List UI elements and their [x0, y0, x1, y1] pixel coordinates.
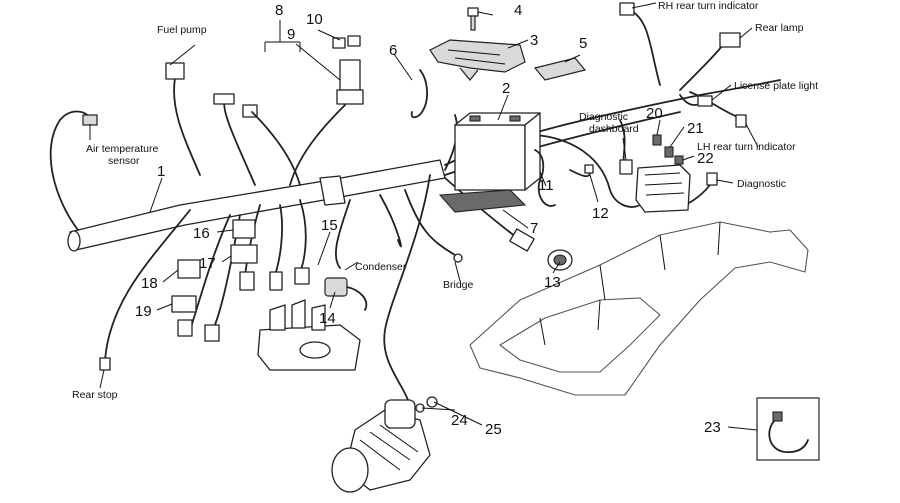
- fuse-box: [635, 134, 691, 213]
- connector-group: [332, 35, 364, 105]
- starter-motor: [331, 399, 431, 493]
- label-diagnostic-dashboard-1: Diagnostic: [579, 111, 628, 123]
- callout-20: 20: [646, 105, 663, 122]
- callout-13: 13: [544, 274, 561, 291]
- callout-3: 3: [530, 32, 538, 49]
- callout-18: 18: [141, 275, 158, 292]
- cable-11: [534, 149, 556, 207]
- label-rear-lamp: Rear lamp: [755, 22, 804, 34]
- callout-10: 10: [306, 11, 323, 28]
- callout-24: 24: [451, 412, 468, 429]
- callout-2: 2: [502, 80, 510, 97]
- label-rh-rear-turn-indicator: RH rear turn indicator: [658, 0, 759, 12]
- callout-7: 7: [530, 220, 538, 237]
- relays: [171, 219, 310, 342]
- label-fuel-pump: Fuel pump: [157, 24, 207, 36]
- relay-holder: [257, 299, 361, 371]
- callout-16: 16: [193, 225, 210, 242]
- text-labels: Fuel pump Air temperature sensor Rear st…: [72, 0, 818, 401]
- callout-9: 9: [287, 26, 295, 43]
- label-license-plate-light: License plate light: [734, 80, 818, 92]
- battery-cover: [429, 39, 526, 81]
- callout-17: 17: [199, 255, 216, 272]
- label-diagnostic: Diagnostic: [737, 178, 786, 190]
- cable-tie-inset: [756, 397, 820, 461]
- callout-15: 15: [321, 217, 338, 234]
- clip-6: [410, 69, 428, 119]
- battery-tray: [438, 189, 527, 213]
- grommet-13: [547, 249, 573, 271]
- battery: [454, 112, 541, 191]
- callouts: 1 2 3 4 5 6 7 8 9 10 11 12 13 14 15 16 1…: [135, 2, 721, 438]
- callout-19: 19: [135, 303, 152, 320]
- label-bridge: Bridge: [443, 279, 474, 291]
- rear-frame: [469, 221, 809, 396]
- main-harness: [67, 79, 781, 252]
- callout-12: 12: [592, 205, 609, 222]
- washer-25: [426, 396, 438, 408]
- callout-6: 6: [389, 42, 397, 59]
- callout-23: 23: [704, 419, 721, 436]
- callout-22: 22: [697, 150, 714, 167]
- callout-25: 25: [485, 421, 502, 438]
- callout-14: 14: [319, 310, 336, 327]
- label-diagnostic-dashboard-2: dashboard: [589, 123, 639, 135]
- label-condenser: Condenser: [355, 261, 407, 273]
- plate-5: [533, 57, 587, 81]
- screw-4: [467, 7, 479, 31]
- callout-1: 1: [157, 163, 165, 180]
- label-air-temperature-sensor: sensor: [108, 155, 140, 167]
- condenser: [324, 277, 368, 311]
- label-air-temperature: Air temperature: [86, 143, 159, 155]
- callout-8: 8: [275, 2, 283, 19]
- callout-11: 11: [538, 177, 554, 194]
- label-lh-rear-turn-indicator: LH rear turn indicator: [697, 141, 796, 153]
- label-rear-stop: Rear stop: [72, 389, 118, 401]
- callout-4: 4: [514, 2, 522, 19]
- callout-5: 5: [579, 35, 587, 52]
- callout-21: 21: [687, 120, 704, 137]
- leader-lines: [89, 2, 759, 431]
